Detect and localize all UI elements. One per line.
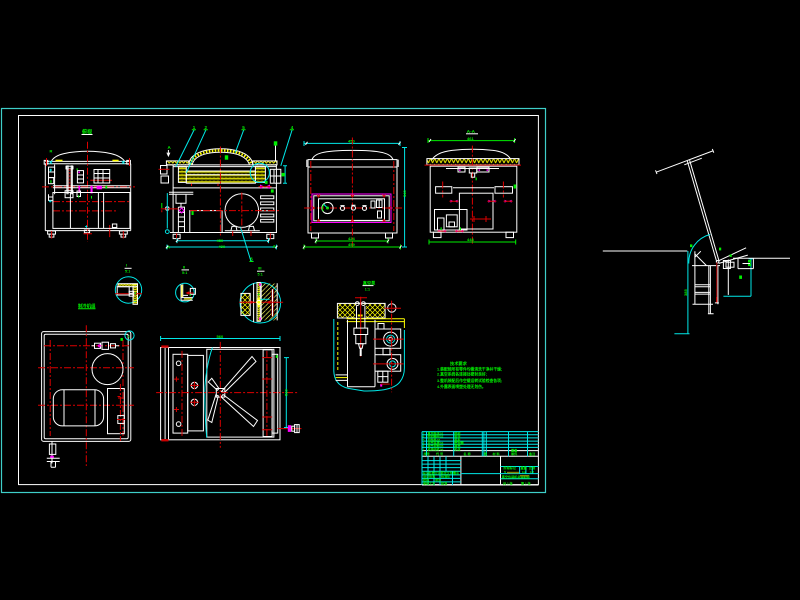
svg-text:kg: kg [522,470,526,474]
svg-text:5: 5 [242,125,245,130]
svg-text:真空泵: 真空泵 [363,280,376,287]
svg-text:6: 6 [423,435,425,439]
svg-text:III: III [258,266,261,271]
svg-text:S: S [504,470,506,474]
svg-text:1: 1 [193,125,196,130]
svg-text:450: 450 [217,238,224,243]
svg-text:A: A [273,244,277,249]
svg-text:阶段标记: 阶段标记 [504,465,517,470]
svg-text:罩壳: 罩壳 [454,443,461,448]
svg-text:制冷机组: 制冷机组 [78,303,96,310]
svg-text:5:1: 5:1 [182,271,187,275]
svg-text:密封圈: 密封圈 [453,440,463,445]
svg-text:批准: 批准 [441,481,448,486]
svg-text:材 料: 材 料 [493,451,501,456]
svg-text:R: R [50,149,53,154]
svg-text:424: 424 [348,236,355,241]
svg-text:I: I [126,263,127,268]
svg-text:设计: 设计 [423,474,430,479]
svg-text:461: 461 [467,136,474,141]
svg-text:张某: 张某 [429,474,436,479]
svg-text:代 号: 代 号 [435,451,443,456]
svg-text:技术要求: 技术要求 [450,360,468,367]
svg-text:签名: 签名 [452,470,459,475]
svg-text:共 1 张: 共 1 张 [503,480,514,485]
svg-text:分区: 分区 [435,470,442,475]
svg-text:标记: 标记 [422,470,430,475]
svg-text:II: II [183,264,185,269]
svg-text:电气控制05: 电气控制05 [428,443,444,448]
svg-text:3.整机装配后作空载运转试验检查各项;: 3.整机装配后作空载运转试验检查各项; [437,378,502,383]
svg-text:450: 450 [348,139,355,144]
svg-text:充气装置04: 充气装置04 [428,440,444,445]
svg-text:459: 459 [348,242,355,247]
svg-text:510: 510 [284,389,289,396]
svg-text:5:1: 5:1 [258,272,263,276]
svg-text:真空泵体01: 真空泵体01 [428,430,444,435]
svg-text:A: A [168,145,172,150]
svg-text:6: 6 [250,257,253,262]
svg-text:工艺: 工艺 [429,481,435,486]
svg-text:2.真空系统各连接处密封良好;: 2.真空系统各连接处密封良好; [437,371,487,376]
svg-text:4: 4 [291,125,294,130]
svg-text:385: 385 [683,289,688,296]
svg-text:机体: 机体 [454,446,461,451]
svg-text:第 1 张: 第 1 张 [521,480,532,485]
svg-text:7: 7 [423,431,425,435]
svg-text:序号: 序号 [424,451,430,456]
svg-text:1.装配前所有零件均需清洗干净并干燥;: 1.装配前所有零件均需清洗干净并干燥; [437,367,502,372]
svg-text:名 称: 名 称 [464,451,472,456]
svg-text:备注: 备注 [528,451,536,456]
svg-text:机壳组件06: 机壳组件06 [428,446,444,451]
svg-text:3: 3 [423,444,425,448]
svg-text:更改文件号: 更改文件号 [441,470,456,475]
svg-text:重量: 重量 [521,465,528,470]
svg-text:标准化: 标准化 [440,474,451,479]
svg-text:1:1: 1:1 [365,288,370,292]
svg-text:560: 560 [217,334,224,339]
svg-text:c: c [128,333,131,338]
svg-text:5:1: 5:1 [125,269,130,273]
svg-text:真空包装机总装配图: 真空包装机总装配图 [502,474,530,479]
svg-text:448: 448 [467,237,474,242]
svg-text:比例: 比例 [529,465,535,470]
svg-text:泵组: 泵组 [454,434,461,439]
svg-text:490: 490 [219,244,226,249]
svg-text:处数: 处数 [428,470,436,475]
svg-text:校核: 校核 [422,477,430,482]
svg-text:密封圈组02: 密封圈组02 [427,434,444,439]
svg-text:4: 4 [423,441,425,445]
svg-text:5: 5 [423,438,425,442]
svg-text:2: 2 [423,447,425,451]
svg-text:数: 数 [483,451,488,456]
svg-text:单件: 单件 [511,451,518,456]
svg-text:2: 2 [205,125,208,130]
svg-text:4.外露表面喷塑处理无划伤。: 4.外露表面喷塑处理无划伤。 [437,384,486,389]
svg-text:审定: 审定 [435,477,442,482]
svg-text:盖板: 盖板 [454,437,461,442]
svg-text:俯视: 俯视 [82,128,92,135]
svg-text:A-A: A-A [467,129,476,134]
svg-text:加热条03: 加热条03 [427,437,441,442]
svg-text:底架: 底架 [454,430,461,435]
svg-text:1:2: 1:2 [530,470,535,474]
svg-text:重量: 重量 [511,448,518,453]
svg-text:A: A [167,245,171,250]
svg-text:审核: 审核 [423,481,430,486]
svg-text:340: 340 [402,190,407,197]
